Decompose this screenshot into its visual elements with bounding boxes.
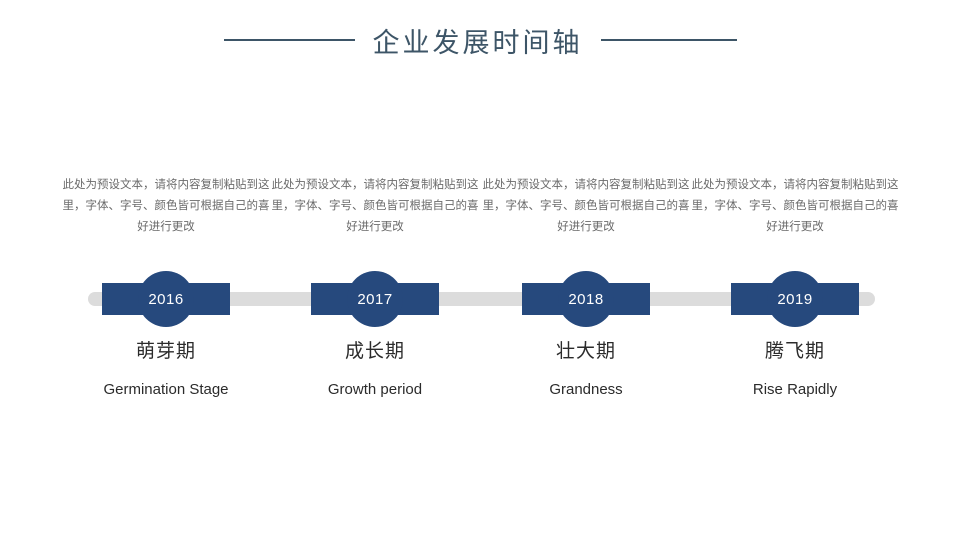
milestone-description: 此处为预设文本，请将内容复制粘贴到这里，字体、字号、颜色皆可根据自己的喜好进行更… <box>271 179 479 233</box>
milestone-year-label: 2016 <box>148 290 184 308</box>
milestone-label-en: Rise Rapidly <box>752 381 838 398</box>
milestone-description: 此处为预设文本，请将内容复制粘贴到这里，字体、字号、颜色皆可根据自己的喜好进行更… <box>691 179 899 233</box>
milestone-year-label: 2017 <box>357 290 393 308</box>
title-rule-left <box>223 39 355 41</box>
milestone-label-en: Growth period <box>327 381 423 398</box>
milestone-label-cn: 壮大期 <box>555 341 616 362</box>
milestone-year-label: 2018 <box>568 290 604 308</box>
milestone-label-cn: 腾飞期 <box>764 341 825 362</box>
milestone-year-node[interactable]: 2019 <box>767 271 823 327</box>
milestone-label-en: Germination Stage <box>103 381 229 398</box>
milestone-year-label: 2019 <box>777 290 813 308</box>
milestone-description: 此处为预设文本，请将内容复制粘贴到这里，字体、字号、颜色皆可根据自己的喜好进行更… <box>62 179 270 233</box>
milestone-label-cn: 成长期 <box>344 341 405 362</box>
milestone-year-node[interactable]: 2018 <box>558 271 614 327</box>
title-rule-right <box>600 39 737 41</box>
milestone-year-node[interactable]: 2016 <box>138 271 194 327</box>
milestone-year-node[interactable]: 2017 <box>347 271 403 327</box>
timeline-track <box>88 292 875 306</box>
milestone-description: 此处为预设文本，请将内容复制粘贴到这里，字体、字号、颜色皆可根据自己的喜好进行更… <box>482 179 690 233</box>
slide-title-block: 企业发展时间轴 <box>0 18 960 62</box>
milestone-label-cn: 萌芽期 <box>135 341 196 362</box>
milestone-label-en: Grandness <box>549 381 623 398</box>
page-title: 企业发展时间轴 <box>372 27 583 58</box>
